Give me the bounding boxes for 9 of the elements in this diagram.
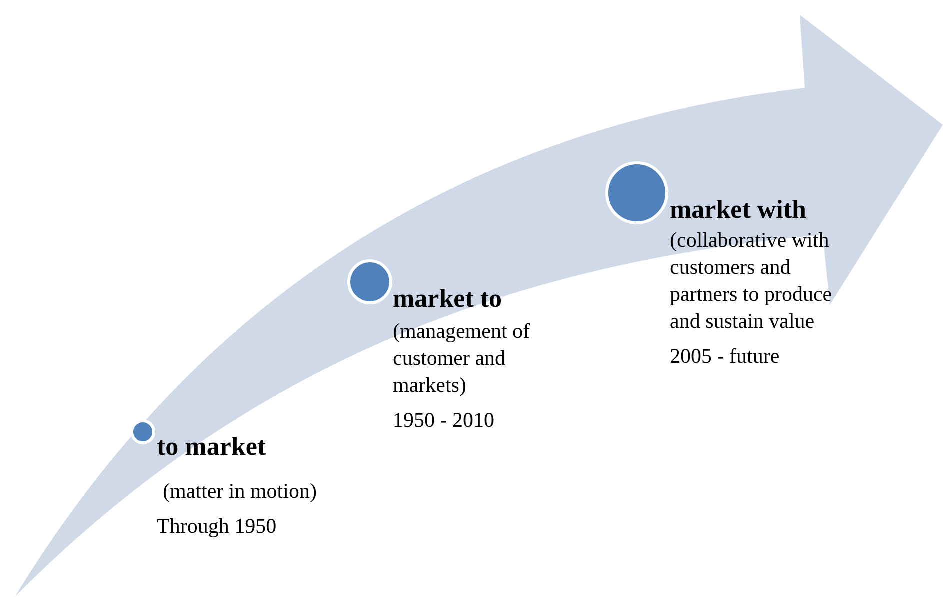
milestone-description: (management of customer and markets) xyxy=(393,318,532,399)
milestone-date: 2005 - future xyxy=(670,343,781,370)
milestone-description: (matter in motion) xyxy=(162,478,318,505)
milestone-date: 1950 - 2010 xyxy=(393,407,496,434)
milestone-date: Through 1950 xyxy=(157,513,278,540)
milestone-title: to market xyxy=(157,432,268,462)
milestone-title: market to xyxy=(393,284,504,314)
milestone-title: market with xyxy=(670,195,808,225)
milestone-description: (collaborative with customers and partners to produce and sustain value xyxy=(670,227,834,335)
